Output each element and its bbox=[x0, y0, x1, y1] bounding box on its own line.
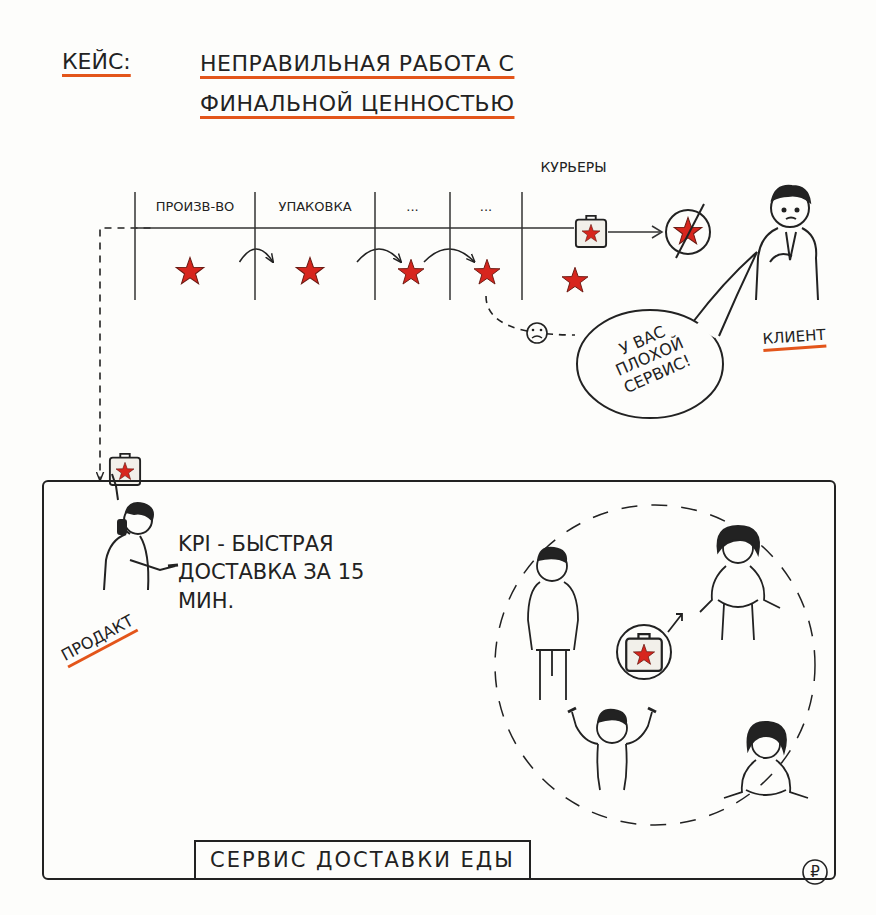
ruble-circle bbox=[803, 860, 827, 884]
node-text: ... bbox=[406, 196, 418, 214]
flow-connector bbox=[357, 249, 401, 262]
flow-connector bbox=[240, 249, 274, 262]
role-label: ПРОДАКТ bbox=[58, 611, 137, 666]
title-block: НЕПРАВИЛЬНАЯ РАБОТА С ФИНАЛЬНОЙ ЦЕННОСТЬ… bbox=[200, 44, 620, 124]
case-label: КЕЙС: bbox=[62, 48, 131, 76]
node-text: УПАКОВКА bbox=[278, 196, 351, 214]
stage-column: ... bbox=[401, 196, 424, 296]
product-figure bbox=[104, 454, 178, 590]
flow-connector bbox=[100, 228, 151, 480]
stage-column: УПАКОВКА bbox=[273, 196, 357, 296]
title-text: НЕПРАВИЛЬНАЯ РАБОТА С ФИНАЛЬНОЙ ЦЕННОСТЬ… bbox=[200, 51, 514, 116]
sad-face bbox=[527, 323, 547, 343]
stage-column: КУРЬЕРЫ bbox=[535, 156, 612, 296]
value-stars bbox=[176, 216, 606, 292]
client-figure bbox=[756, 186, 818, 300]
node-text: КУРЬЕРЫ bbox=[540, 156, 606, 175]
stage-column: ПРОИЗВ-ВО bbox=[151, 196, 240, 296]
client-label: КЛИЕНТ bbox=[762, 326, 826, 349]
service-frame: СЕРВИС ДОСТАВКИ ЕДЫ bbox=[42, 480, 836, 880]
kpi-note: KPI - БЫСТРАЯ ДОСТАВКА ЗА 15 МИН. bbox=[178, 530, 393, 615]
node-text: ПРОИЗВ-ВО bbox=[156, 196, 235, 214]
node-text: СЕРВИС ДОСТАВКИ ЕДЫ bbox=[194, 840, 531, 880]
stage-column: ... bbox=[475, 196, 498, 296]
speech-bubble: У ВАС ПЛОХОЙ СЕРВИС! bbox=[575, 300, 725, 420]
node-text: ... bbox=[480, 196, 492, 214]
flow-grid bbox=[135, 192, 662, 300]
team-group bbox=[495, 505, 815, 825]
lost-value bbox=[666, 204, 710, 258]
